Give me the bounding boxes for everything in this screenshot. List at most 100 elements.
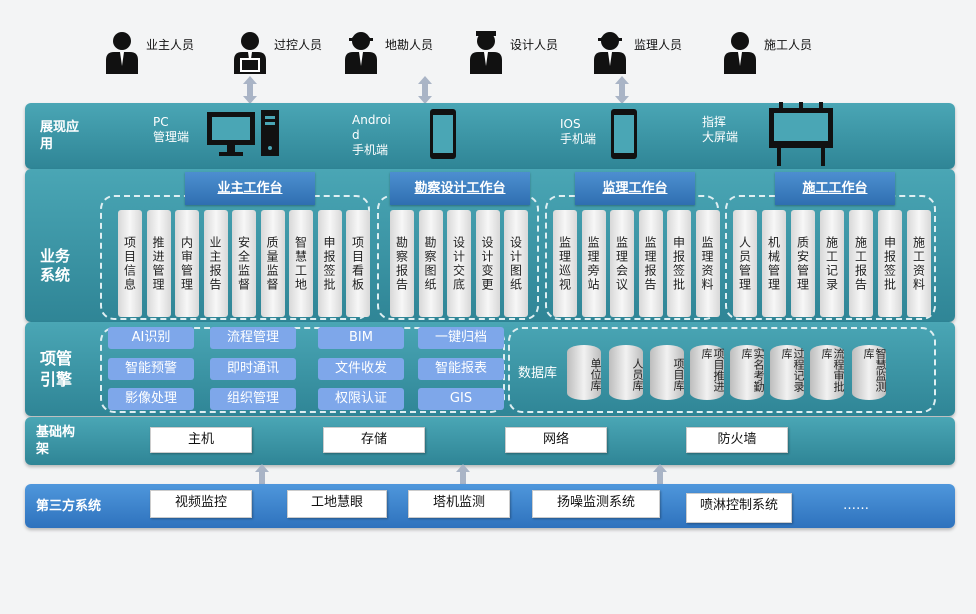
business-person-icon	[106, 32, 138, 74]
workbench-module[interactable]: 设计图纸	[504, 210, 528, 317]
workbench-module[interactable]: 人员管理	[733, 210, 757, 317]
engine-feature[interactable]: 一键归档	[418, 327, 504, 349]
person-label: 设计人员	[510, 37, 559, 52]
workbench-module[interactable]: 推进管理	[146, 210, 171, 317]
person-5: 施工人员	[722, 30, 812, 74]
workbench-title[interactable]: 勘察设计工作台	[390, 172, 530, 205]
engine-feature[interactable]: GIS	[418, 388, 504, 410]
database-cylinder[interactable]: 过程记录库	[770, 345, 805, 400]
database-cylinder[interactable]: 项目推进库	[690, 345, 725, 400]
workbench-module[interactable]: 项目信息	[118, 210, 142, 317]
database-cylinder[interactable]: 人员库	[609, 345, 644, 400]
person-0: 业主人员	[104, 30, 194, 74]
third-party-system[interactable]: 喷淋控制系统	[686, 493, 792, 523]
workbench-module[interactable]: 勘察报告	[390, 210, 414, 317]
desktop-computer-icon	[207, 110, 279, 156]
workbench-module[interactable]: 内审管理	[175, 210, 199, 317]
client-label: 指挥	[702, 115, 727, 129]
workbench-title[interactable]: 业主工作台	[185, 172, 315, 205]
person-2: 地勘人员	[343, 30, 433, 74]
engine-features-group	[100, 327, 505, 413]
client-label: 手机端	[560, 132, 597, 146]
workbench-module[interactable]: 监理巡视	[553, 210, 577, 317]
workbench-title[interactable]: 监理工作台	[575, 172, 695, 205]
client-label: IOS	[560, 117, 581, 131]
infrastructure-item[interactable]: 防火墙	[686, 427, 788, 453]
third-party-system[interactable]: 扬噪监测系统	[532, 490, 660, 518]
layer-label-engine: 项管引擎	[40, 349, 73, 389]
workbench-module[interactable]: 监理资料	[695, 210, 720, 317]
infrastructure-item[interactable]: 存储	[323, 427, 425, 453]
workbench-module[interactable]: 业主报告	[203, 210, 228, 317]
layer-label-third-party: 第三方系统	[36, 499, 102, 514]
database-cylinder[interactable]: 单位库	[567, 345, 602, 400]
billboard-screen-icon	[769, 102, 833, 166]
workbench-module[interactable]: 质量监督	[260, 210, 285, 317]
person-1: 过控人员	[232, 30, 322, 74]
database-group	[508, 327, 936, 413]
mobile-phone-icon	[611, 109, 637, 159]
client-label: 管理端	[153, 130, 190, 144]
third-party-system[interactable]: 工地慧眼	[287, 490, 387, 518]
engine-feature[interactable]: BIM	[318, 327, 404, 349]
workbench-module[interactable]: 安全监督	[232, 210, 256, 317]
engine-feature[interactable]: 智能预警	[108, 358, 194, 380]
hardhat-supervisor-icon	[594, 32, 626, 74]
client-big-screen: 指挥大屏端	[702, 115, 738, 145]
workbench-module[interactable]: 质安管理	[791, 210, 815, 317]
layer-label-presentation: 展现应用	[40, 120, 80, 152]
workbench-module[interactable]: 申报签批	[667, 210, 691, 317]
engine-feature[interactable]: 组织管理	[210, 388, 296, 410]
third-party-system[interactable]: 视频监控	[150, 490, 252, 518]
workbench-module[interactable]: 申报签批	[317, 210, 342, 317]
bidirectional-arrow-icon	[418, 76, 432, 104]
infrastructure-item[interactable]: 主机	[150, 427, 252, 453]
workbench-module[interactable]: 施工资料	[907, 210, 931, 317]
database-cylinder[interactable]: 流程审批库	[810, 345, 845, 400]
bidirectional-arrow-icon	[243, 76, 257, 104]
engine-feature[interactable]: 智能报表	[418, 358, 504, 380]
workbench-module[interactable]: 监理报告	[638, 210, 663, 317]
workbench-module[interactable]: 设计交底	[447, 210, 471, 317]
engine-feature[interactable]: AI识别	[108, 327, 194, 349]
engine-feature[interactable]: 流程管理	[210, 327, 296, 349]
developer-person-icon	[234, 32, 266, 74]
workbench-module[interactable]: 项目看板	[346, 210, 370, 317]
officer-person-icon	[470, 31, 502, 74]
engine-feature[interactable]: 即时通讯	[210, 358, 296, 380]
layer-label-business: 业务系统	[40, 247, 71, 284]
engine-feature[interactable]: 影像处理	[108, 388, 194, 410]
person-label: 施工人员	[764, 37, 813, 52]
client-label: 手机端	[352, 143, 389, 157]
person-4: 监理人员	[592, 30, 682, 74]
third-party-system[interactable]: 塔机监测	[408, 490, 510, 518]
engine-feature[interactable]: 权限认证	[318, 388, 404, 410]
database-label: 数据库	[518, 366, 558, 381]
person-label: 过控人员	[274, 37, 323, 52]
database-cylinder[interactable]: 实名考勤库	[730, 345, 765, 400]
person-label: 地勘人员	[385, 37, 434, 52]
database-cylinder[interactable]: 项目库	[650, 345, 685, 400]
workbench-module[interactable]: 机械管理	[762, 210, 786, 317]
person-label: 监理人员	[634, 37, 683, 52]
mobile-phone-icon	[430, 109, 456, 159]
workbench-module[interactable]: 监理旁站	[581, 210, 606, 317]
layer-label-infrastructure: 基础构架	[36, 425, 76, 457]
bidirectional-arrow-icon	[615, 76, 629, 104]
workbench-module[interactable]: 申报签批	[878, 210, 902, 317]
hardhat-worker-icon	[345, 32, 377, 74]
client-label: PC	[153, 115, 169, 129]
workbench-module[interactable]: 施工记录	[820, 210, 844, 317]
scientist-person-icon	[724, 32, 756, 74]
engine-feature[interactable]: 文件收发	[318, 358, 404, 380]
workbench-module[interactable]: 设计变更	[475, 210, 500, 317]
workbench-module[interactable]: 监理会议	[610, 210, 634, 317]
database-cylinder[interactable]: 智慧监测库	[852, 345, 887, 400]
workbench-module[interactable]: 勘察图纸	[418, 210, 443, 317]
workbench-module[interactable]: 施工报告	[849, 210, 873, 317]
workbench-title[interactable]: 施工工作台	[775, 172, 895, 205]
infrastructure-item[interactable]: 网络	[505, 427, 607, 453]
workbench-module[interactable]: 智慧工地	[289, 210, 313, 317]
